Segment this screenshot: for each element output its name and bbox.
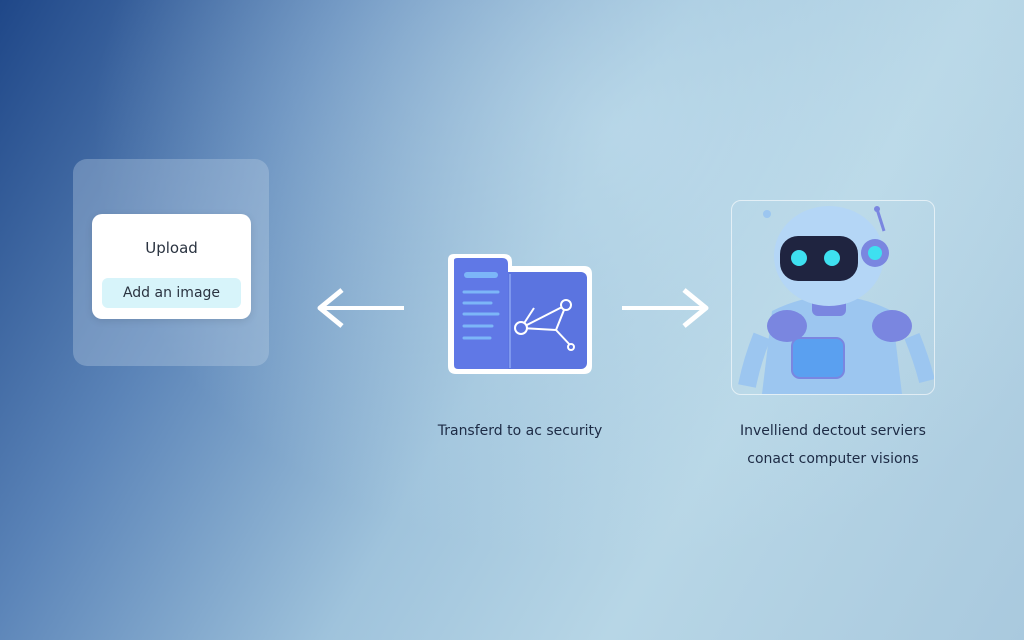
add-image-button[interactable]: Add an image [102,278,241,308]
robot-frame [731,200,935,395]
robot-caption-line2: conact computer visions [747,451,919,467]
robot-illustration [738,206,934,394]
upload-title: Upload [145,239,198,257]
arrow-left-icon [317,288,404,328]
arrow-right-icon [622,288,709,328]
folder-network-icon [448,254,592,374]
robot-caption-line1: Invelliend dectout serviers [740,423,926,439]
upload-card: Upload Add an image [92,214,251,319]
transfer-caption: Transferd to ac security [437,423,603,439]
